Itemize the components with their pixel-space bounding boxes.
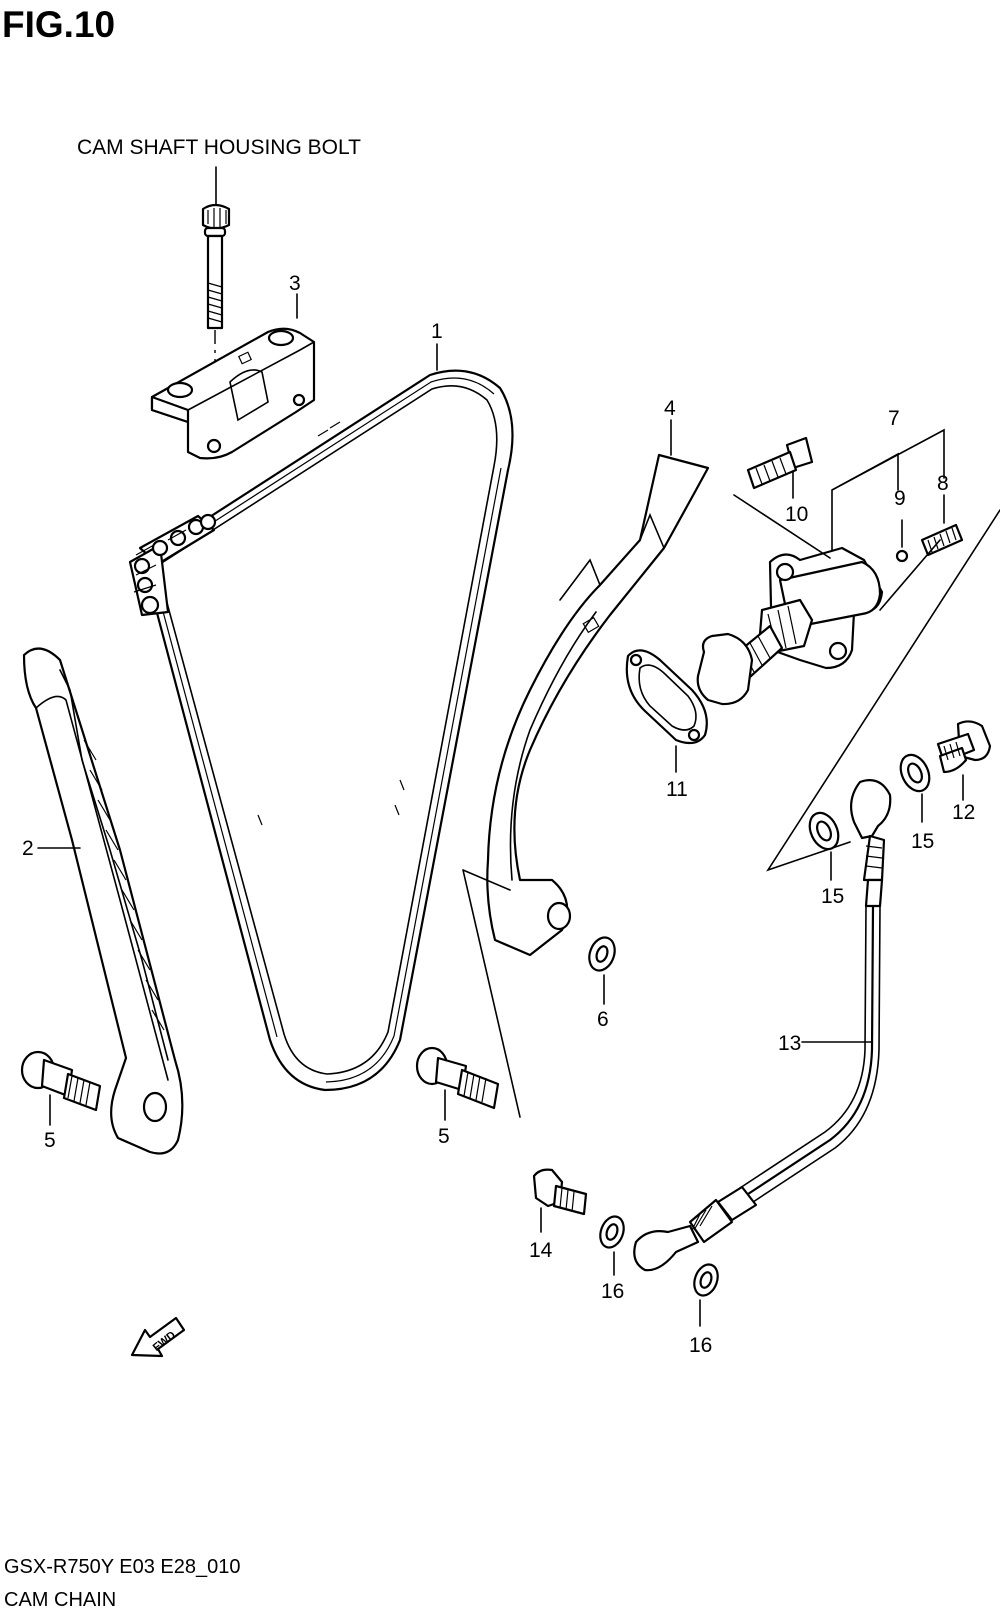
union-bolt-lower[interactable] (532, 1168, 588, 1216)
label-16-right: 16 (689, 1334, 712, 1357)
label-11: 10 (785, 503, 808, 526)
figure-title: FIG.10 (2, 4, 115, 45)
label-1: 1 (431, 320, 443, 343)
washer-upper-right[interactable] (895, 750, 935, 795)
bracket-7 (831, 428, 945, 581)
bolt-guide-left[interactable] (20, 1050, 102, 1112)
callout-bolt-label: CAM SHAFT HOUSING BOLT (77, 136, 361, 159)
label-3: 3 (289, 272, 301, 295)
adjuster-bolt[interactable] (746, 436, 814, 490)
spring[interactable] (920, 523, 964, 557)
cam-chain-guide-no3[interactable] (150, 327, 316, 460)
label-8: 8 (937, 472, 949, 495)
forward-arrow-icon: FWD (130, 1316, 186, 1358)
label-15-right: 15 (911, 830, 934, 853)
label-13: 12 (952, 801, 975, 824)
union-bolt-upper[interactable] (936, 720, 992, 774)
label-14: 14 (529, 1239, 553, 1262)
label-12: 13 (778, 1032, 801, 1055)
label-15-left: 15 (821, 885, 844, 908)
washer-guide[interactable] (585, 934, 619, 974)
cam-chain-links (128, 513, 217, 617)
ball[interactable] (895, 549, 909, 563)
cam-chain-guide-no2[interactable] (22, 647, 184, 1155)
gasket[interactable] (625, 649, 708, 745)
label-10: 11 (666, 778, 688, 801)
label-5-right: 5 (438, 1125, 450, 1148)
bolt-guide-right[interactable] (415, 1046, 500, 1110)
label-5-left: 5 (44, 1129, 56, 1152)
guide-assembly-line (462, 869, 521, 1118)
label-7: 7 (888, 407, 900, 430)
model-code: GSX-R750Y E03 E28_010 (4, 1556, 240, 1578)
label-16-left: 16 (601, 1280, 624, 1303)
cam-chain[interactable] (128, 369, 514, 1092)
label-4: 4 (664, 397, 676, 420)
washer-lower-left[interactable] (596, 1213, 628, 1251)
adjuster-assembly-line (733, 494, 1000, 872)
washer-lower-right[interactable] (690, 1261, 722, 1299)
cam-chain-tension-adjuster-guide[interactable] (486, 453, 710, 957)
label-2: 2 (22, 837, 34, 860)
section-name: CAM CHAIN (4, 1589, 116, 1611)
oil-hose[interactable] (633, 779, 892, 1272)
label-6: 6 (597, 1008, 609, 1031)
washer-upper-left[interactable] (804, 808, 844, 853)
label-9: 9 (894, 487, 906, 510)
tension-adjuster-assy[interactable] (696, 546, 884, 706)
